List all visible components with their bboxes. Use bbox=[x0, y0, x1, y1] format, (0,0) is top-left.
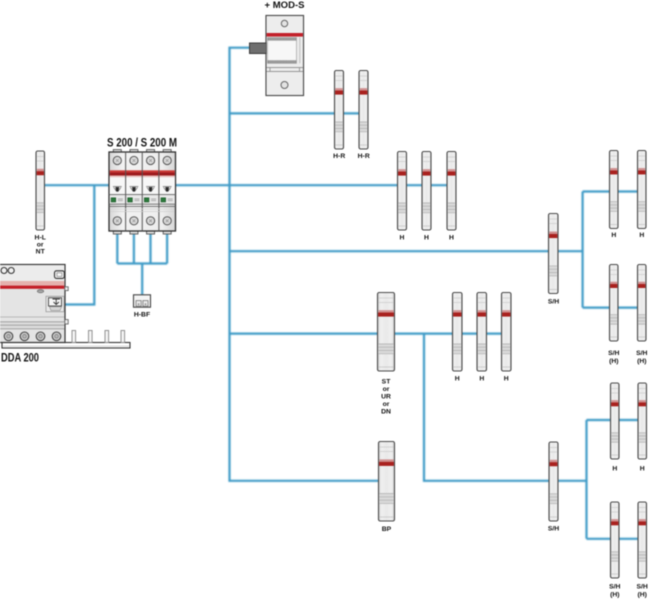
svg-text:H: H bbox=[639, 232, 644, 239]
svg-text:UR: UR bbox=[381, 394, 391, 401]
svg-text:H: H bbox=[449, 235, 454, 242]
svg-text:H: H bbox=[611, 232, 616, 239]
svg-text:(H): (H) bbox=[609, 358, 618, 365]
svg-text:H-R: H-R bbox=[333, 153, 345, 160]
svg-text:H: H bbox=[400, 235, 405, 242]
svg-text:ST: ST bbox=[382, 379, 392, 386]
svg-text:S/H: S/H bbox=[637, 584, 648, 591]
svg-text:H: H bbox=[640, 466, 645, 473]
svg-text:H: H bbox=[424, 235, 429, 242]
svg-text:or: or bbox=[37, 242, 44, 249]
svg-text:DDA 200: DDA 200 bbox=[1, 353, 39, 365]
svg-text:H: H bbox=[455, 376, 460, 383]
svg-text:DN: DN bbox=[381, 409, 391, 416]
svg-text:or: or bbox=[383, 386, 390, 393]
svg-text:or: or bbox=[383, 401, 390, 408]
svg-text:S 200 / S 200 M: S 200 / S 200 M bbox=[107, 138, 177, 150]
svg-text:S/H: S/H bbox=[609, 584, 620, 591]
svg-text:(H): (H) bbox=[637, 592, 646, 599]
svg-text:S/H: S/H bbox=[548, 526, 559, 533]
svg-text:H: H bbox=[479, 376, 484, 383]
svg-text:H-R: H-R bbox=[358, 153, 370, 160]
svg-text:BP: BP bbox=[382, 526, 392, 533]
svg-text:NT: NT bbox=[36, 249, 46, 256]
svg-text:H: H bbox=[504, 376, 509, 383]
svg-text:H-BF: H-BF bbox=[134, 312, 150, 319]
svg-text:S/H: S/H bbox=[548, 299, 559, 306]
svg-text:H-L: H-L bbox=[35, 235, 46, 242]
svg-text:+ MOD-S: + MOD-S bbox=[265, 0, 305, 11]
svg-text:S/H: S/H bbox=[636, 350, 647, 357]
svg-text:(H): (H) bbox=[610, 592, 619, 599]
svg-text:(H): (H) bbox=[637, 358, 646, 365]
svg-text:H: H bbox=[612, 466, 617, 473]
svg-text:S/H: S/H bbox=[608, 350, 619, 357]
